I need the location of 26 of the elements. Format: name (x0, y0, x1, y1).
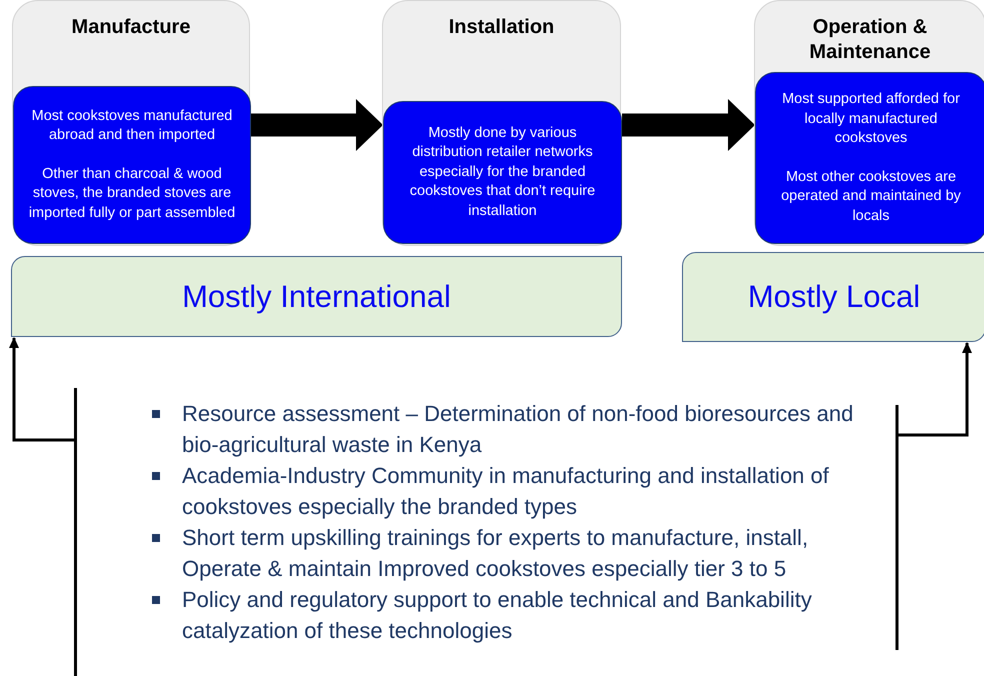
bullet-text: Resource assessment – Determination of non-food bioresources and bio-agricultural waste in Kenya (182, 401, 854, 457)
scope-banner (11, 256, 622, 337)
description-text: Most cookstoves manufactured abroad and then imported (30, 106, 234, 146)
stage-card (12, 0, 250, 246)
block-arrow (251, 99, 383, 151)
description-text: Most other cookstoves are operated and maintained by locals (780, 168, 962, 226)
bullet-text: Short term upskilling trainings for experts to manufacture, install, Operate & maintain Improved cookstoves especially tier 3 to 5 (182, 525, 808, 581)
stage-card (754, 0, 984, 246)
stage-heading: Operation & Maintenance (808, 15, 932, 65)
banner-text: Mostly Local (748, 279, 920, 315)
bullet-text: Academia-Industry Community in manufacturing and installation of cookstoves especially the branded types (182, 463, 829, 519)
scope-banner (682, 252, 984, 342)
description-box (383, 101, 622, 244)
description-text: Other than charcoal & wood stoves, the branded stoves are imported fully or part assembled (28, 164, 236, 223)
banner-text: Mostly International (182, 278, 451, 314)
stage-heading: Installation (448, 15, 556, 40)
description-text: Most supported afforded for locally manufactured cookstoves (781, 90, 961, 148)
connector-arrow (897, 342, 972, 436)
description-text: Mostly done by various distribution retailer networks especially for the branded cookstoves that don’t require installation (408, 124, 596, 221)
connector-arrow (9, 337, 74, 442)
block-arrow (622, 99, 755, 151)
stage-heading: Manufacture (70, 15, 192, 40)
stage-card (382, 0, 621, 246)
description-box (13, 86, 251, 244)
bullet-text: Policy and regulatory support to enable technical and Bankability catalyzation of these technologies (182, 587, 812, 643)
description-box (755, 72, 984, 244)
